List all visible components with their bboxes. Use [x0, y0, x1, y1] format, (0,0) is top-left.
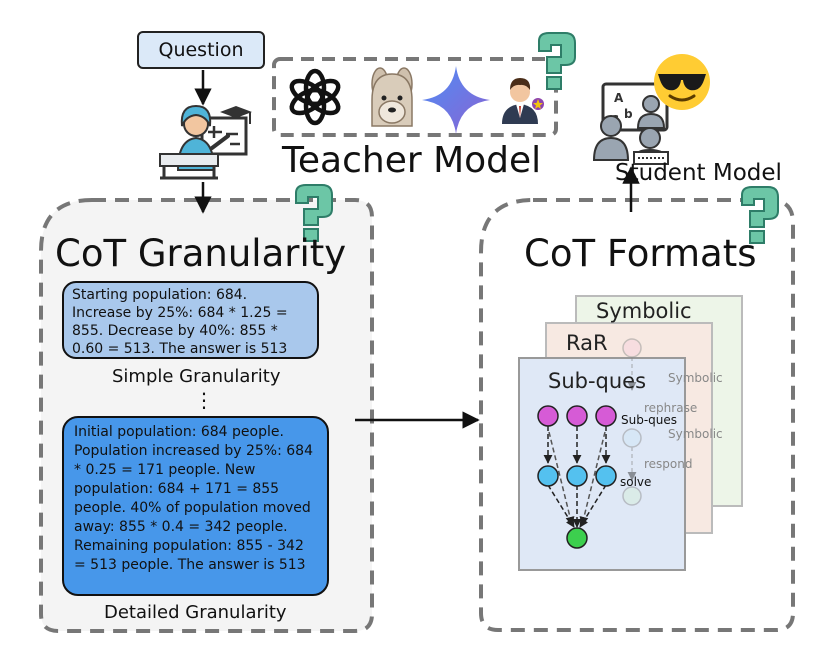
gemini-sparkle-icon: [422, 66, 490, 134]
solve-node: [537, 465, 559, 487]
formats-title: CoT Formats: [524, 232, 757, 275]
simple-granularity-card: Starting population: 684. Increase by 25…: [62, 281, 319, 359]
rar-node-label: respond: [644, 457, 693, 471]
question-label: Question: [158, 39, 244, 61]
symbolic-title: Symbolic: [596, 299, 692, 323]
svg-text:b: b: [624, 107, 633, 121]
rar-title: RaR: [566, 331, 608, 355]
simple-granularity-text: Starting population: 684. Increase by 25…: [72, 287, 288, 357]
subques-node-label: Sub-ques: [621, 413, 677, 427]
classroom-teacher-icon: [159, 104, 252, 180]
subques-node: [566, 405, 588, 427]
detailed-granularity-label: Detailed Granularity: [104, 602, 287, 623]
symbolic-node-label: Symbolic: [668, 371, 723, 385]
subques-node: [537, 405, 559, 427]
sunglasses-emoji-icon: [654, 54, 710, 110]
question-mark-icon: [741, 186, 779, 244]
solve-node: [595, 465, 617, 487]
rar-chain-nodes: [622, 338, 642, 506]
ellipsis: ⋮: [194, 388, 214, 412]
question-mark-icon: [538, 32, 576, 90]
subques-tree: [543, 426, 611, 528]
detailed-granularity-text: Initial population: 684 people. Populati…: [74, 424, 313, 573]
granularity-title: CoT Granularity: [55, 232, 347, 275]
llama-icon: [371, 67, 413, 127]
subques-node-label: solve: [620, 475, 651, 489]
svg-text:A: A: [614, 91, 624, 105]
solve-node: [566, 465, 588, 487]
question-box: Question: [137, 31, 265, 69]
rar-node-label: rephrase: [644, 401, 697, 415]
simple-granularity-label: Simple Granularity: [112, 366, 281, 387]
openai-logo-icon: [289, 68, 341, 126]
subques-card: [518, 357, 686, 571]
detailed-granularity-card: Initial population: 684 people. Populati…: [62, 416, 329, 596]
teacher-person-icon: [502, 78, 544, 124]
subques-title: Sub-ques: [548, 369, 646, 393]
question-mark-icon: [295, 184, 333, 242]
teacher-model-title: Teacher Model: [282, 140, 542, 181]
student-classroom-icon: A b C: [592, 82, 669, 165]
answer-node: [566, 527, 588, 549]
teacher-models-box: [272, 57, 558, 137]
subques-node: [595, 405, 617, 427]
student-model-title: Student Model: [615, 160, 782, 186]
symbolic-node-label: Symbolic: [668, 427, 723, 441]
